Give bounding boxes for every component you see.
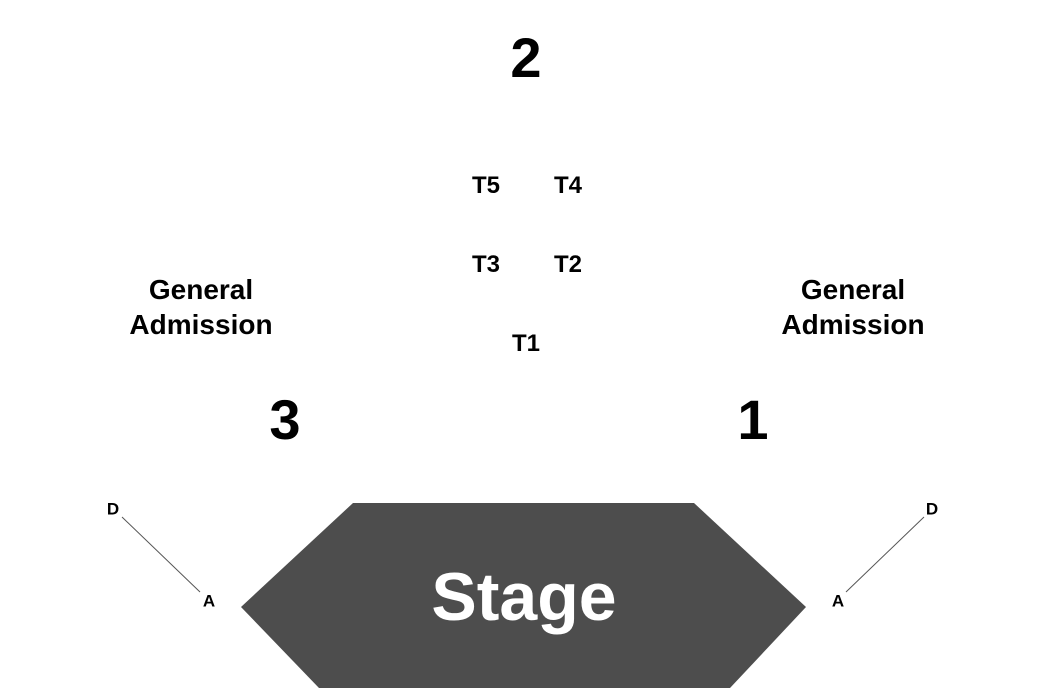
- table-t2[interactable]: T2: [553, 251, 583, 278]
- row-line-left: [121, 516, 201, 593]
- table-t5[interactable]: T5: [471, 172, 501, 199]
- row-d-right[interactable]: D: [925, 499, 939, 519]
- general-admission-right-line2: Admission: [781, 309, 925, 340]
- row-a-left[interactable]: A: [202, 591, 216, 611]
- general-admission-right-line1: General: [800, 274, 906, 305]
- section-1-label[interactable]: 1: [737, 388, 769, 451]
- general-admission-left-line2: Admission: [129, 309, 273, 340]
- table-t4[interactable]: T4: [553, 172, 583, 199]
- row-a-right[interactable]: A: [831, 591, 845, 611]
- stage-shape[interactable]: [241, 503, 806, 688]
- row-d-left[interactable]: D: [106, 499, 120, 519]
- table-t1[interactable]: T1: [511, 330, 541, 357]
- section-2-label[interactable]: 2: [510, 26, 542, 89]
- section-3-label[interactable]: 3: [269, 388, 301, 451]
- row-line-right: [845, 516, 925, 593]
- general-admission-left-line1: General: [148, 274, 254, 305]
- general-admission-left[interactable]: General Admission: [91, 272, 311, 342]
- table-t3[interactable]: T3: [471, 251, 501, 278]
- general-admission-right[interactable]: General Admission: [743, 272, 963, 342]
